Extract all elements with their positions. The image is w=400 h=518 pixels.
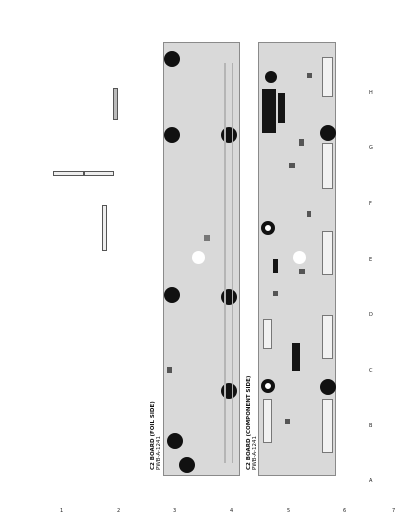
mount-hole xyxy=(179,457,195,473)
edge-connector xyxy=(322,315,333,359)
grid-letter: A xyxy=(369,478,373,484)
foil-side-board xyxy=(163,42,240,476)
ic-chip xyxy=(292,343,300,371)
test-pad xyxy=(293,251,306,264)
grid-letter: B xyxy=(369,423,373,429)
mount-hole xyxy=(261,379,275,393)
legend-bar-top xyxy=(113,88,118,120)
smd-part xyxy=(285,419,290,424)
ic-chip xyxy=(278,93,285,123)
legend-box-left xyxy=(53,171,84,176)
mount-hole xyxy=(164,287,180,303)
smd-part xyxy=(307,211,311,217)
mount-hole xyxy=(320,125,336,141)
edge-connector xyxy=(322,231,333,275)
ic-chip xyxy=(262,89,276,133)
mount-hole xyxy=(265,71,277,83)
mount-hole xyxy=(167,433,183,449)
legend-strip xyxy=(102,205,107,251)
edge-connector xyxy=(322,57,333,97)
mount-hole xyxy=(164,51,180,67)
smd-pad xyxy=(204,235,210,241)
smd-pad xyxy=(167,367,172,373)
edge-trace xyxy=(232,63,233,463)
test-pad xyxy=(192,251,205,264)
mount-hole xyxy=(320,379,336,395)
smd-part xyxy=(289,163,295,168)
foil-board-part-no: PWB-A-1241 xyxy=(156,435,162,470)
grid-letter: C xyxy=(369,368,373,374)
foil-board-label: C2 BOARD (FOIL SIDE) PWB-A-1241 xyxy=(150,401,162,470)
grid-letter: E xyxy=(369,257,373,263)
smd-part xyxy=(273,291,278,296)
edge-connector xyxy=(322,143,333,189)
grid-number: 3 xyxy=(173,508,177,514)
grid-number: 2 xyxy=(117,508,121,514)
grid-letter: F xyxy=(369,201,372,207)
mount-hole xyxy=(261,221,275,235)
component-board-label: C2 BOARD (COMPONENT SIDE) PWB-A-1241 xyxy=(246,376,258,470)
smd-part xyxy=(299,139,304,146)
legend-box-right xyxy=(84,171,114,176)
grid-number: 7 xyxy=(392,508,396,514)
component-board-part-no: PWB-A-1241 xyxy=(252,435,258,470)
grid-number: 1 xyxy=(60,508,64,514)
edge-connector xyxy=(322,399,333,453)
edge-connector xyxy=(263,399,272,443)
grid-number: 5 xyxy=(287,508,291,514)
component-side-board xyxy=(258,42,336,476)
mount-hole xyxy=(164,127,180,143)
grid-letter: H xyxy=(369,90,373,96)
grid-number: 4 xyxy=(230,508,234,514)
ic-chip xyxy=(273,259,278,273)
edge-connector xyxy=(263,319,272,349)
grid-number: 6 xyxy=(343,508,347,514)
smd-part xyxy=(307,73,312,78)
edge-trace xyxy=(224,63,226,463)
grid-letter: D xyxy=(369,312,373,318)
grid-letter: G xyxy=(369,145,373,151)
smd-part xyxy=(299,269,305,274)
